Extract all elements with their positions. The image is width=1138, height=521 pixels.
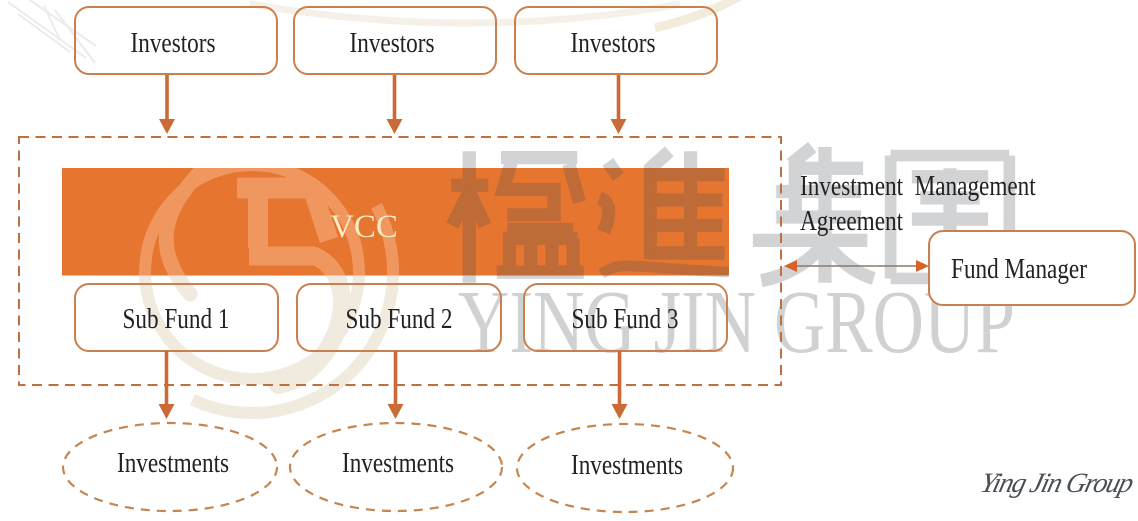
svg-text:YING JIN GROUP: YING JIN GROUP — [458, 272, 1015, 372]
svg-text:Investors: Investors — [570, 27, 655, 59]
svg-text:Ying Jin Group: Ying Jin Group — [977, 468, 1137, 499]
svg-text:Investments: Investments — [117, 447, 229, 479]
svg-text:Investors: Investors — [349, 27, 434, 59]
svg-text:Sub Fund 2: Sub Fund 2 — [346, 303, 453, 335]
svg-text:Agreement: Agreement — [800, 205, 904, 237]
svg-text:Sub Fund 3: Sub Fund 3 — [572, 303, 679, 335]
svg-text:Investment Management: Investment Management — [800, 170, 1036, 202]
svg-text:Sub Fund 1: Sub Fund 1 — [123, 303, 230, 335]
svg-text:Investments: Investments — [571, 449, 683, 481]
svg-text:Investors: Investors — [130, 27, 215, 59]
svg-text:VCC: VCC — [330, 209, 398, 245]
svg-text:Investments: Investments — [342, 447, 454, 479]
svg-text:Fund Manager: Fund Manager — [951, 253, 1087, 285]
